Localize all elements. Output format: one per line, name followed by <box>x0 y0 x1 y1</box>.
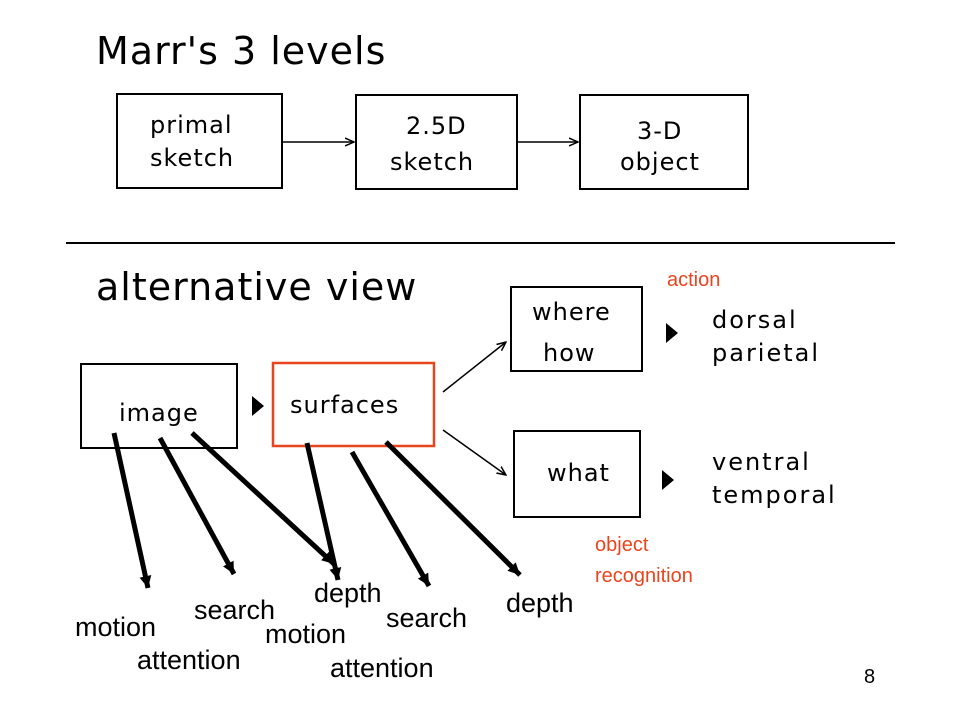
marr-levels-title: Marr's 3 levels <box>96 29 387 73</box>
image-box <box>80 363 238 449</box>
action-label: action <box>667 269 721 291</box>
surfaces-box <box>271 361 436 448</box>
attention-label-2: attention <box>330 653 434 683</box>
3d-label: 3-D <box>637 117 683 145</box>
attention-label-1: attention <box>137 645 241 675</box>
recognition-label-red: recognition <box>595 565 693 587</box>
arrow-image-to-search <box>157 436 237 576</box>
arrow-image-to-motion <box>111 432 152 589</box>
ventral-label: ventral <box>712 448 811 476</box>
2-5d-label: 2.5D <box>406 112 467 140</box>
where-label: where <box>532 298 611 326</box>
arrow-surfaces-to-search <box>349 450 432 588</box>
arrow-image-to-depth <box>190 431 336 566</box>
triangle-icon <box>662 470 674 490</box>
search-label-2: search <box>386 603 468 633</box>
triangle-icon <box>666 323 678 343</box>
3d-object-box <box>579 94 749 190</box>
depth-label-2: depth <box>506 588 574 618</box>
object-label-red: object <box>595 534 649 556</box>
arrow-surfaces-to-depth <box>384 440 522 577</box>
dorsal-label: dorsal <box>712 306 798 334</box>
depth-label-1: depth <box>314 578 382 608</box>
temporal-label: temporal <box>712 481 837 509</box>
sketch-label-2: sketch <box>390 148 475 176</box>
arrow-surfaces-to-what <box>442 429 506 475</box>
motion-label-2: motion <box>265 619 347 649</box>
primal-label: primal <box>150 111 233 139</box>
arrow-surfaces-to-where <box>442 342 506 393</box>
what-label: what <box>547 459 610 487</box>
object-label: object <box>620 148 700 176</box>
arrow-surfaces-to-motion <box>304 442 342 581</box>
surfaces-label: surfaces <box>290 391 400 419</box>
image-label: image <box>119 399 199 427</box>
alternative-view-title: alternative view <box>96 265 418 309</box>
where-how-box <box>510 286 643 372</box>
page-number: 8 <box>864 666 876 688</box>
what-box <box>513 430 641 518</box>
parietal-label: parietal <box>712 339 821 367</box>
primal-sketch-box <box>116 93 283 189</box>
how-label: how <box>543 339 596 367</box>
sketch-label: sketch <box>150 144 235 172</box>
motion-label-1: motion <box>75 612 157 642</box>
triangle-icon <box>252 396 264 416</box>
search-label-1: search <box>194 595 276 625</box>
